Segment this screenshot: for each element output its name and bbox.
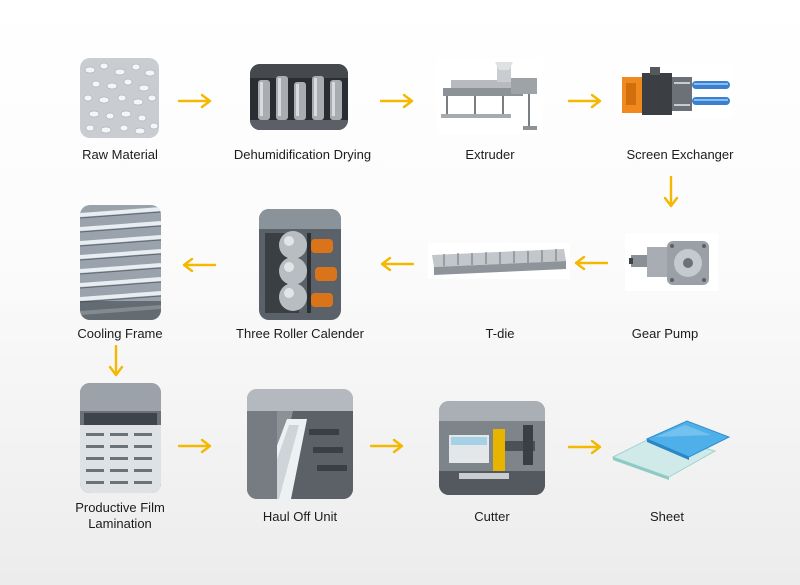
haul-off-unit-label: Haul Off Unit: [262, 509, 338, 524]
screen-exchanger-image: [620, 63, 732, 118]
productive-film-lamination-label: Productive Film Lamination: [75, 500, 165, 531]
cutter-image: [439, 401, 545, 495]
arrow-gear-pump-to-t-die: [570, 255, 608, 271]
productive-film-lamination-image: [80, 383, 161, 493]
arrow-lamination-to-haul-off: [178, 438, 216, 454]
dehumidification-drying-image: [250, 64, 348, 130]
dehumidification-drying-label: Dehumidification Drying: [233, 147, 372, 162]
gear-pump-image: [625, 233, 718, 291]
arrow-raw-to-drying: [178, 93, 216, 109]
arrow-cutter-to-sheet: [568, 439, 606, 455]
three-roller-calender-image: [259, 209, 341, 320]
arrow-screen-exchanger-to-gear-pump: [663, 176, 679, 212]
arrow-cooling-frame-to-lamination: [108, 345, 124, 381]
three-roller-calender-label: Three Roller Calender: [236, 326, 364, 341]
arrow-extruder-to-screen-exchanger: [568, 93, 606, 109]
arrow-t-die-to-calender: [376, 256, 414, 272]
sheet-image: [611, 417, 731, 487]
t-die-label: T-die: [485, 326, 515, 341]
arrow-drying-to-extruder: [380, 93, 418, 109]
cooling-frame-image: [80, 205, 161, 320]
gear-pump-label: Gear Pump: [631, 326, 699, 341]
arrow-haul-off-to-cutter: [370, 438, 408, 454]
screen-exchanger-label: Screen Exchanger: [626, 147, 734, 162]
raw-material-image: [80, 58, 159, 138]
cutter-label: Cutter: [474, 509, 510, 524]
extruder-image: [437, 58, 543, 134]
t-die-image: [428, 243, 570, 279]
cooling-frame-label: Cooling Frame: [77, 326, 163, 341]
extruder-label: Extruder: [465, 147, 515, 162]
raw-material-label: Raw Material: [82, 147, 158, 162]
arrow-calender-to-cooling-frame: [178, 257, 216, 273]
sheet-label: Sheet: [650, 509, 684, 524]
haul-off-unit-image: [247, 389, 353, 499]
